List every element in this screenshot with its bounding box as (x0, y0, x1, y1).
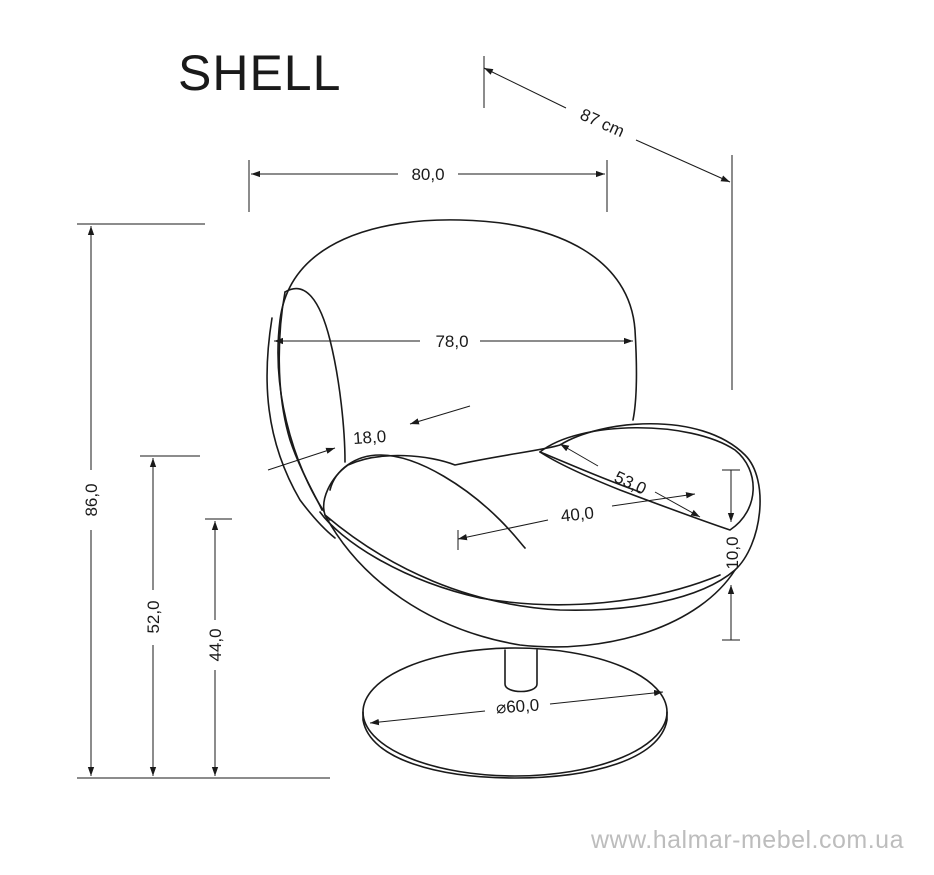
dim-depth-a (483, 67, 567, 109)
dim-base-b (549, 689, 664, 705)
dim-seat-a (457, 519, 549, 541)
shell-side-inner (284, 287, 346, 463)
label-width: 80,0 (411, 165, 444, 184)
dim-base-a (369, 710, 486, 726)
cushion-edge-line (539, 451, 641, 493)
label-depth: 87 cm (577, 105, 627, 141)
label-cushion-height: 10,0 (723, 536, 742, 569)
dimension-lines (77, 56, 740, 779)
chair-drawing (266, 219, 761, 779)
dim-seat-b (611, 492, 696, 507)
dim-armdepth-a (559, 443, 599, 467)
shell-side-panel (266, 317, 336, 539)
base-disc-rim (362, 711, 668, 779)
dim-arm-b (409, 405, 471, 425)
armrest-cushion (539, 427, 754, 531)
label-armrest-height: 52,0 (144, 600, 163, 633)
dimension-labels: 87 cm 80,0 78,0 18,0 53,0 40,0 10,0 ⌀60,… (82, 105, 742, 718)
dim-armdepth-b (654, 491, 701, 518)
left-arm-pad (329, 454, 526, 549)
label-total-height: 86,0 (82, 483, 101, 516)
label-armrest-width: 18,0 (352, 427, 386, 448)
shell-side-groove (278, 291, 323, 511)
watermark-text: www.halmar-mebel.com.ua (591, 826, 904, 854)
dim-arm-a (267, 447, 336, 471)
label-shell-width: 78,0 (435, 332, 468, 351)
product-title: SHELL (178, 45, 342, 101)
shell-bottom (324, 514, 736, 648)
seat-front-seam (319, 511, 721, 606)
dim-depth-b (635, 139, 731, 183)
base-stem (504, 649, 538, 693)
label-base-diameter: ⌀60,0 (495, 696, 540, 718)
label-seat-depth: 40,0 (560, 503, 595, 525)
label-seat-height: 44,0 (206, 628, 225, 661)
